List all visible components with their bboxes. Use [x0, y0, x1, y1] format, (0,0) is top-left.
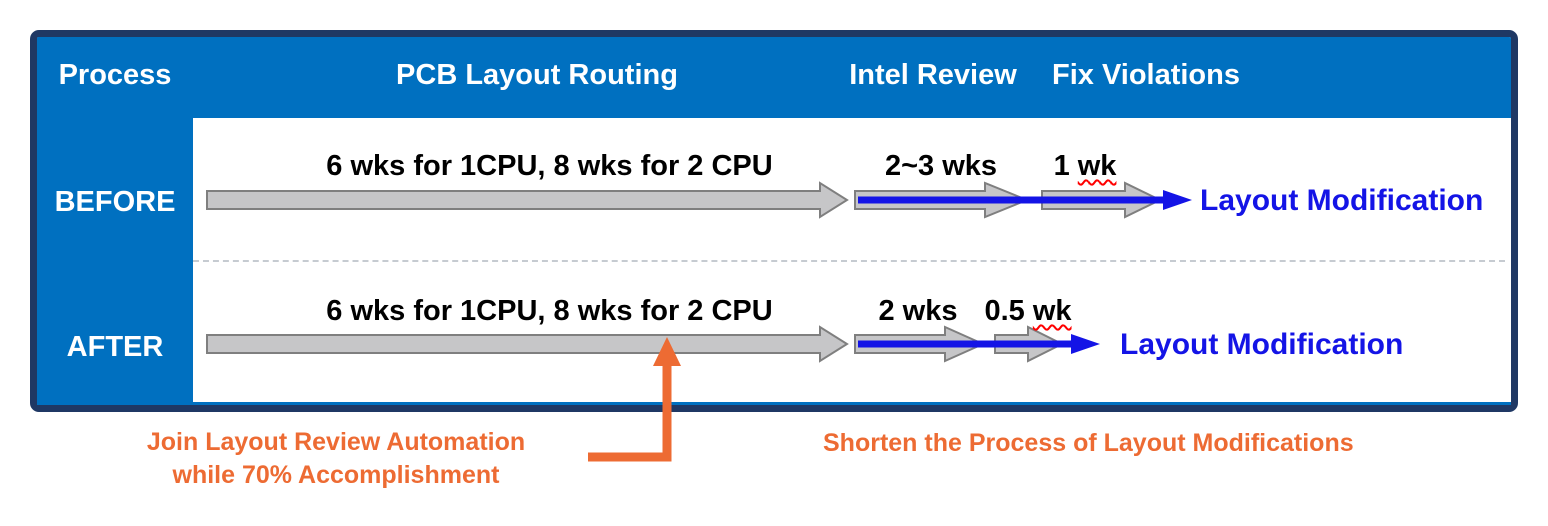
shorten-annotation: Shorten the Process of Layout Modificati…: [823, 429, 1354, 457]
header-pcb-layout-routing: PCB Layout Routing: [396, 59, 678, 91]
join-annotation-line1: Join Layout Review Automation: [146, 428, 526, 456]
header-process: Process: [58, 59, 172, 91]
join-annotation-connector: [588, 360, 672, 462]
row-label-column: [37, 37, 193, 405]
header-intel-review: Intel Review: [849, 59, 1017, 91]
before-after-divider: [193, 260, 1505, 262]
before-row-label: BEFORE: [54, 186, 176, 218]
after-review-duration: 2 wks: [878, 295, 958, 327]
after-routing-arrow: [206, 325, 849, 363]
after-fix-duration: 0.5 wk: [968, 295, 1088, 328]
after-outcome-label: Layout Modification: [1120, 328, 1404, 361]
frame-bottom-accent: [37, 402, 1511, 405]
join-annotation-arrowhead-icon: [653, 337, 681, 366]
join-annotation: Join Layout Review Automation while 70% …: [126, 426, 546, 492]
before-timeline-arrowhead: [1163, 190, 1192, 210]
after-row-label: AFTER: [66, 331, 164, 363]
header-fix-violations: Fix Violations: [1051, 59, 1240, 91]
after-fix-duration-number: 0.5: [984, 295, 1033, 327]
after-timeline-arrowhead: [1071, 334, 1100, 354]
join-annotation-line2: while 70% Accomplishment: [172, 461, 500, 489]
before-routing-arrow: [206, 181, 849, 219]
header-band: [37, 37, 1511, 118]
before-fix-duration-number: 1: [1053, 150, 1078, 182]
before-fix-duration-unit: wk: [1077, 150, 1117, 182]
after-routing-duration: 6 wks for 1CPU, 8 wks for 2 CPU: [326, 295, 773, 327]
before-review-duration: 2~3 wks: [884, 150, 998, 182]
before-fix-duration: 1 wk: [1025, 150, 1145, 183]
after-fix-duration-unit: wk: [1032, 295, 1072, 327]
before-outcome-label: Layout Modification: [1200, 184, 1484, 217]
before-routing-duration: 6 wks for 1CPU, 8 wks for 2 CPU: [326, 150, 773, 182]
